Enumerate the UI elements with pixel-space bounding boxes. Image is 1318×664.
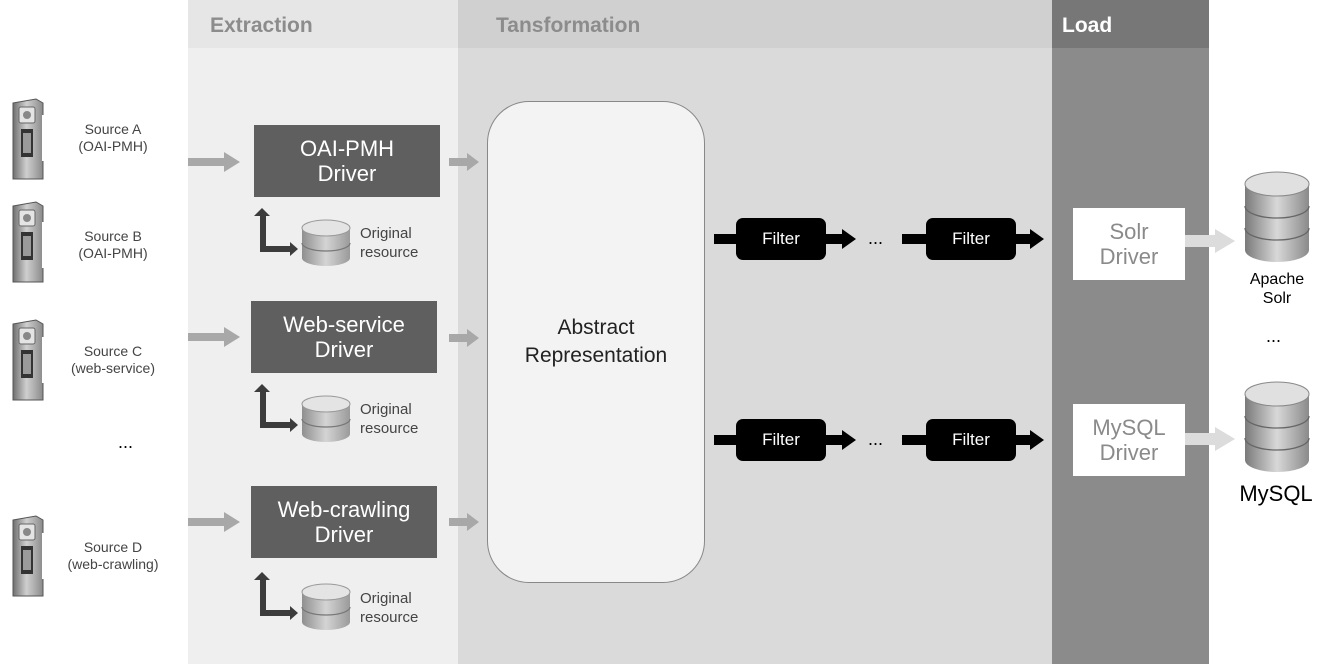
transformation-header: Tansformation <box>458 0 1052 48</box>
targets-ellipsis: ... <box>1266 326 1282 346</box>
arrow-icon <box>188 512 240 532</box>
mysql-driver: MySQL Driver <box>1073 404 1185 476</box>
filter-box: Filter <box>736 419 826 461</box>
transformation-title: Tansformation <box>496 14 641 37</box>
web-crawling-driver: Web-crawling Driver <box>251 486 437 558</box>
original-resource-label: Original resource <box>360 589 418 627</box>
load-driver-line2: Driver <box>1099 440 1159 465</box>
arrow-icon <box>826 430 856 450</box>
filter-ellipsis: ... <box>868 429 884 449</box>
connector-line <box>902 435 928 445</box>
arrow-icon <box>188 152 240 172</box>
oai-pmh-driver: OAI-PMH Driver <box>254 125 440 197</box>
solr-line1: Apache <box>1249 271 1305 288</box>
filter-box: Filter <box>926 218 1016 260</box>
apache-solr-label: Apache Solr <box>1236 270 1318 308</box>
arrow-icon <box>1016 229 1044 249</box>
driver-line2: Driver <box>314 522 374 547</box>
load-title: Load <box>1062 14 1113 37</box>
source-c-label: Source C (web-service) <box>42 337 184 383</box>
server-icon <box>12 201 44 283</box>
abstract-representation: Abstract Representation <box>487 101 705 583</box>
source-name: Source D <box>83 539 143 555</box>
source-protocol: (web-service) <box>70 360 155 376</box>
driver-line1: OAI-PMH <box>299 136 395 161</box>
server-icon <box>12 515 44 597</box>
web-service-driver: Web-service Driver <box>251 301 437 373</box>
arrow-icon <box>188 327 240 347</box>
original-line1: Original <box>360 225 412 242</box>
abstract-line1: Abstract <box>557 316 635 339</box>
source-protocol: (web-crawling) <box>67 556 159 572</box>
driver-line1: Web-service <box>283 312 405 337</box>
original-resource-label: Original resource <box>360 224 418 262</box>
load-driver-line1: Solr <box>1109 219 1149 244</box>
load-driver-line1: MySQL <box>1092 415 1166 440</box>
mysql-label: MySQL <box>1239 481 1313 506</box>
source-name: Source C <box>83 343 143 359</box>
original-resource-label: Original resource <box>360 400 418 438</box>
original-line1: Original <box>360 401 412 418</box>
arrow-icon <box>449 329 479 347</box>
connector-line <box>902 234 928 244</box>
database-icon <box>301 219 351 266</box>
arrow-icon <box>1185 229 1235 253</box>
source-a-label: Source A (OAI-PMH) <box>42 115 184 161</box>
source-d-label: Source D (web-crawling) <box>42 533 184 579</box>
connector-line <box>714 234 738 244</box>
arrow-icon <box>1185 427 1235 451</box>
database-icon <box>1244 171 1310 262</box>
driver-line2: Driver <box>314 337 374 362</box>
bent-arrow-icon <box>254 572 298 620</box>
source-protocol: (OAI-PMH) <box>78 138 148 154</box>
solr-driver: Solr Driver <box>1073 208 1185 280</box>
filter-box: Filter <box>926 419 1016 461</box>
original-line2: resource <box>360 609 419 626</box>
bent-arrow-icon <box>254 208 298 256</box>
extraction-title: Extraction <box>210 14 313 37</box>
arrow-icon <box>1016 430 1044 450</box>
solr-line2: Solr <box>1262 290 1292 307</box>
server-icon <box>12 98 44 180</box>
database-icon <box>301 583 351 630</box>
sources-ellipsis: ... <box>118 432 134 452</box>
database-icon <box>301 395 351 442</box>
source-b-label: Source B (OAI-PMH) <box>42 222 184 268</box>
server-icon <box>12 319 44 401</box>
abstract-line2: Representation <box>524 344 668 367</box>
source-name: Source B <box>84 228 142 244</box>
filter-ellipsis: ... <box>868 228 884 248</box>
source-name: Source A <box>84 121 142 137</box>
load-band: Load <box>1052 0 1209 664</box>
original-line2: resource <box>360 244 419 261</box>
database-icon <box>1244 381 1310 472</box>
source-protocol: (OAI-PMH) <box>78 245 148 261</box>
arrow-icon <box>826 229 856 249</box>
original-line1: Original <box>360 590 412 607</box>
load-driver-line2: Driver <box>1099 244 1159 269</box>
bent-arrow-icon <box>254 384 298 432</box>
connector-line <box>714 435 738 445</box>
driver-line2: Driver <box>317 161 377 186</box>
original-line2: resource <box>360 420 419 437</box>
arrow-icon <box>449 153 479 171</box>
arrow-icon <box>449 513 479 531</box>
filter-box: Filter <box>736 218 826 260</box>
driver-line1: Web-crawling <box>277 497 411 522</box>
load-header: Load <box>1052 0 1209 48</box>
extraction-header: Extraction <box>188 0 458 48</box>
